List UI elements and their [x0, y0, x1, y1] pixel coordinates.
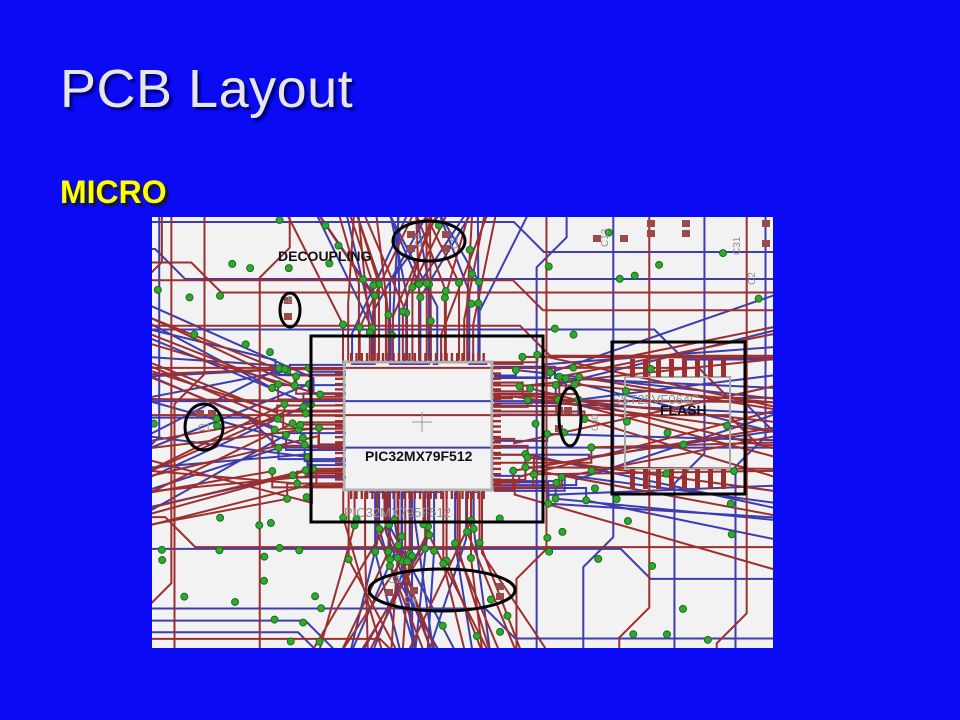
silk-flash-part: SST25VF064C	[612, 392, 699, 407]
flash-highlight-box	[610, 340, 747, 496]
silk-cap-c8: C8	[280, 295, 293, 306]
silk-cap-c1: C1	[198, 423, 211, 434]
capacitor-pads	[196, 220, 770, 600]
decoupling-right-ellipse	[557, 386, 583, 448]
decoupling-side-ellipse	[183, 402, 225, 452]
silk-cap-c30: C30	[590, 414, 600, 431]
silk-mcu-part: PIC32MX795F512	[344, 505, 451, 520]
silk-cap-c3: C3	[388, 575, 401, 586]
flash-footprint	[624, 359, 731, 489]
flash-label: FLASH	[660, 402, 707, 418]
slide-title: PCB Layout	[60, 59, 354, 119]
decoupling-top-ellipse	[391, 219, 467, 263]
silk-cap-c5: C5	[450, 236, 461, 249]
mcu-footprint	[335, 353, 501, 499]
decoupling-label: DECOUPLING	[278, 248, 371, 264]
silk-cap-c2: C2	[747, 272, 758, 285]
decoupling-left-ellipse	[278, 291, 302, 329]
mcu-label: PIC32MX79F512	[365, 448, 473, 464]
vias	[152, 217, 763, 646]
silk-cap-c13: C13	[600, 228, 611, 247]
silk-cap-c31: C31	[732, 236, 743, 255]
decoupling-bottom-ellipse	[367, 567, 517, 613]
mcu-highlight-box	[309, 334, 545, 524]
silk-cap-c6: C6	[404, 595, 417, 606]
pcb-layout-image: SST25VF064C PIC32MX795F512 C9 C5 C8 C1 C…	[152, 217, 773, 648]
silk-cap-c9: C9	[414, 234, 425, 247]
slide-subtitle: MICRO	[60, 174, 167, 210]
annotation-overlays	[183, 219, 747, 613]
